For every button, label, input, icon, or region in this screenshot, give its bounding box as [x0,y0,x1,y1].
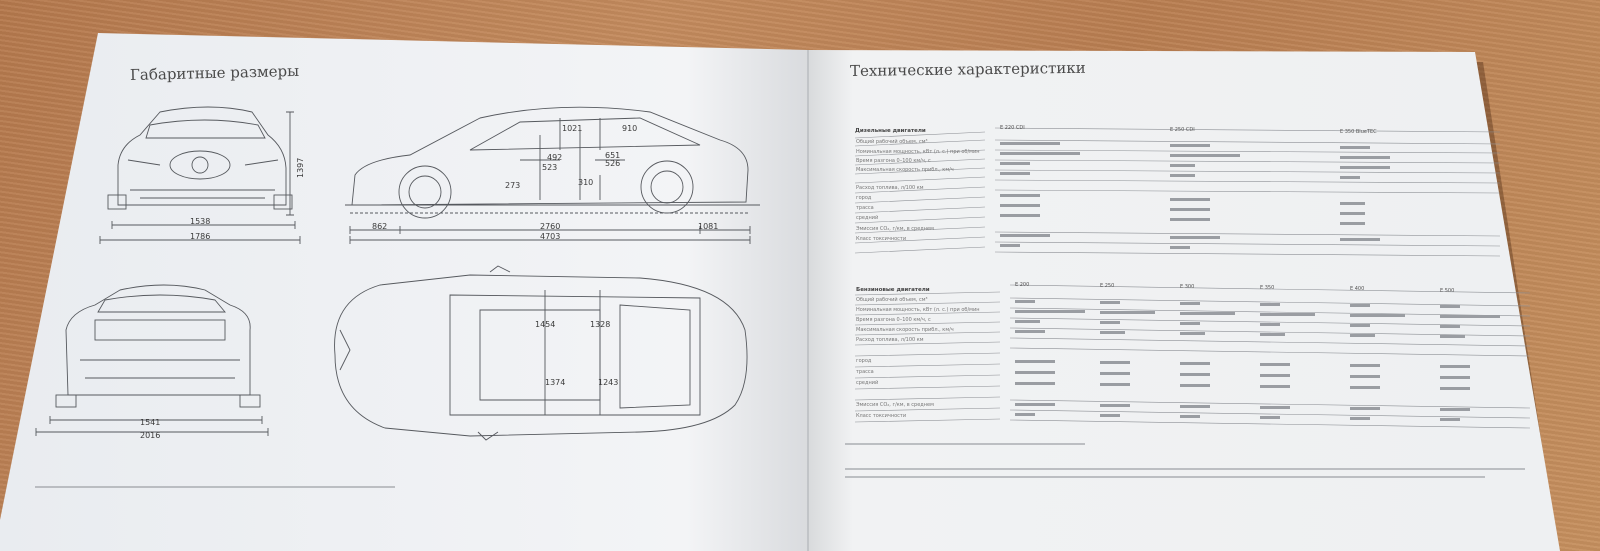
petrol-column-header: E 350 [1260,285,1275,291]
petrol-column-header: E 250 [1100,283,1115,289]
side-view-drawing [345,106,760,244]
petrol-column-header: E 400 [1350,286,1365,292]
interior-dimension-label: 1021 [562,124,583,133]
top-dimension-label: 1243 [598,378,619,387]
petrol-section-label: Бензиновые двигатели [856,287,930,293]
top-dimension-label: 1454 [535,320,556,329]
diesel-row-label: город [856,195,872,201]
petrol-row-label: Максимальная скорость прибл., км/ч [856,327,954,333]
diesel-row-label: Расход топлива, л/100 км [856,185,924,191]
petrol-row-label: Номинальная мощность, кВт (л. с.) при об… [856,307,980,313]
wheelbase-label: 2760 [540,222,561,231]
diesel-row-label: средний [856,215,879,221]
petrol-row-label: Расход топлива, л/100 км [856,337,924,343]
interior-dimension-label: 910 [622,124,638,133]
front-track-label: 1538 [190,217,211,226]
interior-dimension-label: 310 [578,178,594,187]
front-view-drawing [99,106,301,244]
petrol-row-label: трасса [856,369,874,375]
petrol-row-label: Класс токсичности [856,413,907,419]
interior-dimension-label: 651 [605,151,621,160]
top-dimension-label: 1328 [590,320,611,329]
petrol-row-label: Время разгона 0–100 км/ч, с [856,317,931,323]
top-view-drawing [334,265,748,441]
petrol-row-label: Эмиссия CO₂, г/км, в среднем [856,402,934,408]
petrol-row-label: Общий рабочий объем, см³ [856,297,928,303]
diesel-table-lines [854,127,1501,257]
diesel-row-label: Эмиссия CO₂, г/км, в среднем [856,226,934,232]
rear-view-drawing [35,284,269,436]
front-height-label: 1397 [296,157,305,178]
left-page [0,33,808,551]
petrol-table-lines [854,284,1531,429]
diesel-row-label: Класс токсичности [856,236,907,242]
diesel-column-header: E 250 CDI [1170,127,1195,133]
interior-dimension-label: 523 [542,163,558,172]
interior-dimension-label: 273 [505,181,521,190]
interior-dimension-label: 526 [605,159,621,168]
table-value-blur [35,142,1525,488]
front-width-label: 1786 [190,232,211,241]
diesel-column-header: E 350 BlueTEC [1340,129,1377,135]
interior-dimension-label: 492 [547,153,563,162]
top-dimension-label: 1374 [545,378,566,387]
diesel-row-label: Номинальная мощность, кВт (л. с.) при об… [856,149,980,155]
diesel-column-header: E 220 CDI [1000,125,1025,131]
diesel-row-label: Общий рабочий объем, см³ [856,139,928,145]
petrol-column-header: E 300 [1180,284,1195,290]
length-label: 4703 [540,232,561,241]
front-overhang-label: 862 [372,222,388,231]
petrol-column-header: E 500 [1440,288,1455,294]
rear-width-label: 2016 [140,431,161,440]
rear-track-label: 1541 [140,418,161,427]
petrol-row-label: город [856,358,872,364]
right-page-title: Технические характеристики [849,58,1086,80]
diesel-row-label: Время разгона 0–100 км/ч, с [856,158,931,164]
diesel-section-label: Дизельные двигатели [855,128,926,134]
rear-overhang-label: 1081 [698,222,719,231]
diesel-row-label: Максимальная скорость прибл., км/ч [856,167,954,173]
diesel-row-label: трасса [856,205,874,211]
petrol-row-label: средний [856,380,879,386]
petrol-column-header: E 200 [1015,282,1030,288]
